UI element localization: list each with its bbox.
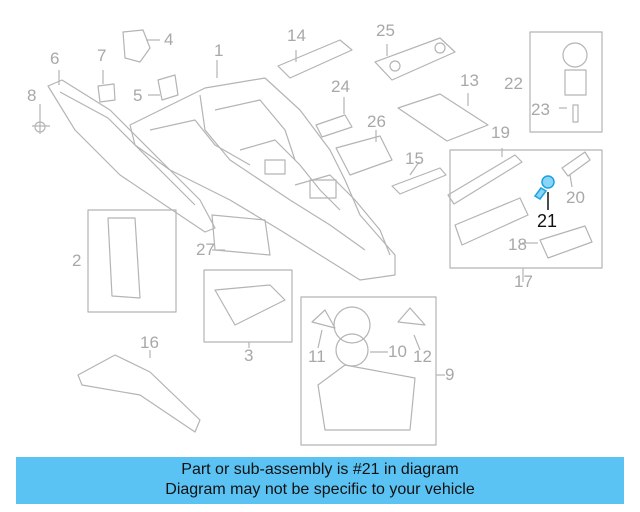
callout-18: 18 (508, 235, 527, 254)
callout-9: 9 (445, 365, 455, 384)
callout-7: 7 (97, 46, 107, 65)
part-3-box (203, 269, 293, 343)
callout-25: 25 (376, 21, 395, 40)
part-9-box (300, 296, 437, 446)
part-19-strip (447, 154, 523, 205)
part-13-pad (397, 93, 489, 142)
part-15-strip (391, 167, 447, 195)
callout-23: 23 (531, 100, 550, 119)
callout-21: 21 (537, 211, 558, 231)
part-14-trim (277, 39, 353, 79)
banner-line-2: Diagram may not be specific to your vehi… (165, 481, 475, 498)
callout-17: 17 (514, 272, 533, 291)
callout-22: 22 (504, 74, 523, 93)
part-1-center-console (129, 77, 396, 281)
callout-15: 15 (405, 149, 424, 168)
part-2-box (87, 209, 177, 313)
part-4-bracket (122, 29, 151, 63)
callout-6: 6 (50, 49, 60, 68)
callout-12: 12 (413, 347, 432, 366)
callout-27: 27 (196, 240, 215, 259)
part-16-duct (77, 354, 201, 433)
callout-13: 13 (460, 71, 479, 90)
callout-1: 1 (214, 41, 224, 60)
part-17-box (449, 149, 603, 269)
part-26-switch-panel (335, 135, 393, 176)
callout-8: 8 (27, 86, 37, 105)
part-25-climate-panel (374, 37, 456, 81)
info-banner: Part or sub-assembly is #21 in diagram D… (16, 457, 624, 504)
part-5-clip (157, 74, 179, 101)
callout-16: 16 (140, 333, 159, 352)
part-21-bolt (533, 175, 555, 200)
callout-2: 2 (72, 251, 82, 270)
part-7-clip (97, 83, 116, 103)
callout-19: 19 (491, 123, 510, 142)
callout-24: 24 (331, 77, 350, 96)
part-22-box (529, 31, 603, 133)
callout-4: 4 (164, 30, 174, 49)
part-6-side-trim (47, 79, 216, 233)
part-27-switch (211, 214, 271, 256)
part-24-switch (315, 114, 353, 138)
callout-20: 20 (566, 188, 585, 207)
callout-5: 5 (133, 86, 143, 105)
callout-3: 3 (244, 346, 254, 365)
banner-line-1: Part or sub-assembly is #21 in diagram (181, 461, 459, 478)
callout-11: 11 (308, 347, 326, 366)
callout-14: 14 (287, 26, 306, 45)
callout-10: 10 (388, 342, 407, 361)
callout-26: 26 (367, 112, 386, 131)
